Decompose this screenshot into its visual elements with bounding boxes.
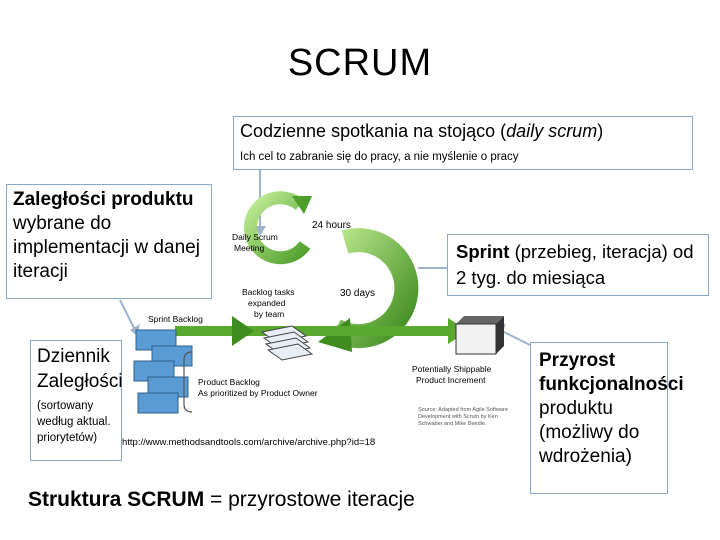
- flow-arrow-shaft: [175, 326, 450, 336]
- product-backlog-brace: [183, 351, 193, 413]
- increment-heading: Przyrost funkcjonalności: [539, 350, 684, 395]
- backlog-log-subtitle: (sortowany według aktual. priorytetów): [37, 400, 111, 444]
- label-increment-1: Potentially Shippable: [412, 364, 492, 374]
- sprint-box: Sprint (przebieg, iteracja) od 2 tyg. do…: [447, 234, 709, 296]
- increment-box: Przyrost funkcjonalności produktu (możli…: [530, 342, 684, 494]
- product-backlog-box: Zaległości produktu wybrane do implement…: [6, 184, 212, 299]
- sprint-text: (przebieg, iteracja) od 2 tyg. do miesią…: [456, 241, 694, 288]
- daily-cycle-arrowhead: [292, 196, 312, 214]
- label-increment-2: Product Increment: [416, 375, 486, 385]
- label-source-3: Schwaber and Mike Beedle.: [418, 421, 487, 427]
- backlog-log-box: Dziennik Zaległości (sortowany według ak…: [30, 340, 123, 461]
- label-sprint-backlog: Sprint Backlog: [148, 314, 203, 324]
- sprint-tasks-stack: [260, 325, 314, 361]
- increment-cube: [455, 316, 504, 355]
- page-title: SCRUM: [287, 42, 433, 84]
- label-24-hours: 24 hours: [312, 220, 351, 231]
- label-product-backlog-1: Product Backlog: [198, 377, 260, 387]
- backlog-log-title: Dziennik Zaległości: [37, 346, 123, 392]
- label-backlog-tasks-3: by team: [254, 309, 284, 319]
- label-source-2: Development with Scrum by Ken: [418, 414, 498, 420]
- label-daily-meeting-2: Meeting: [234, 243, 265, 253]
- label-source-1: Source: Adapted from Agile Software: [418, 407, 508, 413]
- label-backlog-tasks-1: Backlog tasks: [242, 287, 294, 297]
- source-url: http://www.methodsandtools.com/archive/a…: [122, 437, 376, 448]
- daily-scrum-box: Codzienne spotkania na stojąco (daily sc…: [233, 116, 693, 170]
- daily-scrum-heading: Codzienne spotkania na stojąco (daily sc…: [240, 121, 604, 141]
- daily-scrum-note: Ich cel to zabranie się do pracy, a nie …: [240, 151, 519, 163]
- label-30-days: 30 days: [340, 288, 375, 299]
- sprint-heading: Sprint: [456, 241, 510, 262]
- product-backlog-heading: Zaległości produktu: [13, 189, 194, 210]
- daily-cycle-arrow: [243, 191, 311, 265]
- connector-increment: [499, 329, 531, 346]
- increment-text: produktu (możliwy do wdrożenia): [539, 398, 640, 467]
- label-daily-meeting-1: Daily Scrum: [232, 232, 278, 242]
- connector-daily-arrow: [254, 226, 266, 236]
- sprint-input-arrow: [232, 316, 254, 346]
- label-backlog-tasks-2: expanded: [248, 298, 286, 308]
- connector-backlog: [119, 299, 136, 331]
- label-product-backlog-2: As prioritized by Product Owner: [198, 388, 318, 398]
- footer-caption: Struktura SCRUM = przyrostowe iteracje: [28, 488, 415, 511]
- product-backlog-text: wybrane do implementacji w danej iteracj…: [13, 213, 200, 282]
- product-backlog-blocks: [133, 329, 193, 414]
